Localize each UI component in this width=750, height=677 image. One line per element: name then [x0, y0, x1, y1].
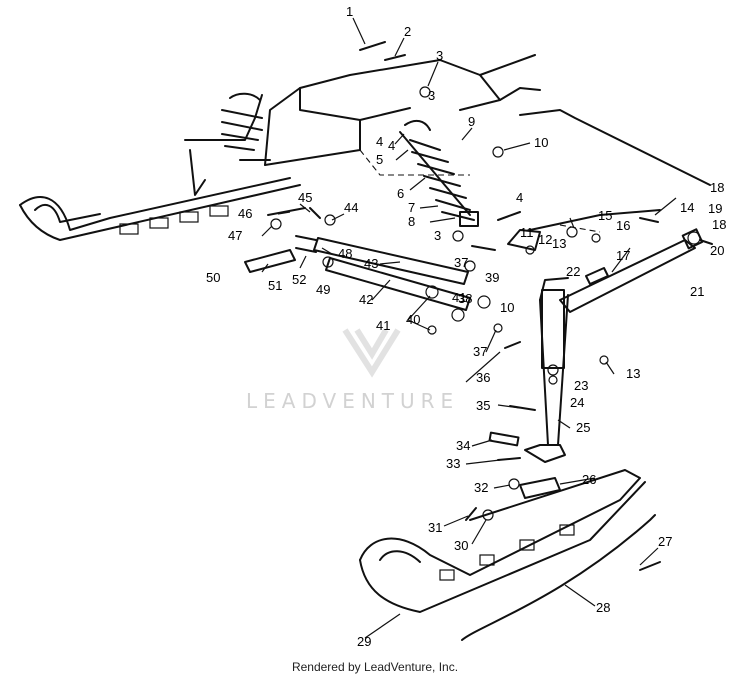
callout-13: 13	[552, 236, 566, 251]
ski-skag	[461, 514, 656, 641]
callout-21: 21	[690, 284, 704, 299]
bulkhead-frame	[264, 54, 541, 176]
callout-36: 36	[476, 370, 490, 385]
callout-44: 44	[344, 200, 358, 215]
callout-5: 5	[376, 152, 383, 167]
callout-23: 23	[574, 378, 588, 393]
callout-40: 40	[406, 312, 420, 327]
callout-42: 42	[359, 292, 373, 307]
callout-37b: 37	[454, 255, 468, 270]
callout-13b: 13	[626, 366, 640, 381]
callout-51: 51	[268, 278, 282, 293]
tie-rod	[559, 228, 704, 313]
callout-8: 8	[408, 214, 415, 229]
callout-3: 3	[436, 48, 443, 63]
callout-20: 20	[710, 243, 724, 258]
callout-4b: 4	[388, 138, 395, 153]
callout-22: 22	[566, 264, 580, 279]
spindle	[524, 277, 569, 463]
callout-labels: 1 2 3 4 5 6 7 8 9 10 11 12 13 14 15 16 1…	[206, 4, 726, 649]
callout-28: 28	[596, 600, 610, 615]
callout-32: 32	[474, 480, 488, 495]
lower-frame-rails	[519, 109, 711, 233]
callout-9: 9	[468, 114, 475, 129]
callout-18b: 18	[712, 217, 726, 232]
callout-37: 37	[473, 344, 487, 359]
callout-48: 48	[338, 246, 352, 261]
watermark-logo	[342, 328, 401, 378]
callout-12: 12	[538, 232, 552, 247]
left-shock-assembly	[184, 92, 271, 196]
pivot-bolt	[488, 431, 520, 447]
callout-46: 46	[238, 206, 252, 221]
front-ski	[359, 469, 646, 613]
watermark-text: LEADVENTURE	[246, 389, 459, 413]
callout-47: 47	[228, 228, 242, 243]
footer-credit: Rendered by LeadVenture, Inc.	[291, 660, 459, 674]
lower-radius-rod	[325, 257, 471, 311]
callout-1: 1	[346, 4, 353, 19]
callout-18: 18	[710, 180, 724, 195]
callout-33: 33	[446, 456, 460, 471]
callout-39: 39	[485, 270, 499, 285]
callout-29: 29	[357, 634, 371, 649]
front-shock	[399, 119, 479, 227]
callout-43: 43	[364, 256, 378, 271]
callout-45: 45	[298, 190, 312, 205]
callout-19: 19	[708, 201, 722, 216]
callout-16: 16	[616, 218, 630, 233]
callout-27: 27	[658, 534, 672, 549]
callout-7: 7	[408, 200, 415, 215]
callout-35: 35	[476, 398, 490, 413]
callout-31: 31	[428, 520, 442, 535]
upper-radius-rod	[313, 237, 469, 285]
callout-14: 14	[680, 200, 694, 215]
callout-3b: 3	[428, 88, 435, 103]
callout-34: 34	[456, 438, 470, 453]
callout-6: 6	[397, 186, 404, 201]
callout-50: 50	[206, 270, 220, 285]
callout-4c: 4	[516, 190, 523, 205]
callout-2: 2	[404, 24, 411, 39]
callout-38: 38	[458, 291, 472, 306]
callout-49: 49	[316, 282, 330, 297]
callout-10: 10	[534, 135, 548, 150]
left-ski	[19, 177, 301, 241]
callout-3c: 3	[434, 228, 441, 243]
callout-11: 11	[520, 225, 534, 240]
leader-lines	[261, 17, 677, 639]
callout-30: 30	[454, 538, 468, 553]
callout-10b: 10	[500, 300, 514, 315]
ski-saddle	[519, 477, 561, 499]
callout-52: 52	[292, 272, 306, 287]
hardware-marks	[244, 41, 713, 571]
callout-4: 4	[376, 134, 383, 149]
callout-41: 41	[452, 290, 466, 305]
callout-41b: 41	[376, 318, 390, 333]
callout-26: 26	[582, 472, 596, 487]
callout-17: 17	[616, 248, 630, 263]
callout-25: 25	[576, 420, 590, 435]
callout-24: 24	[570, 395, 584, 410]
callout-15: 15	[598, 208, 612, 223]
